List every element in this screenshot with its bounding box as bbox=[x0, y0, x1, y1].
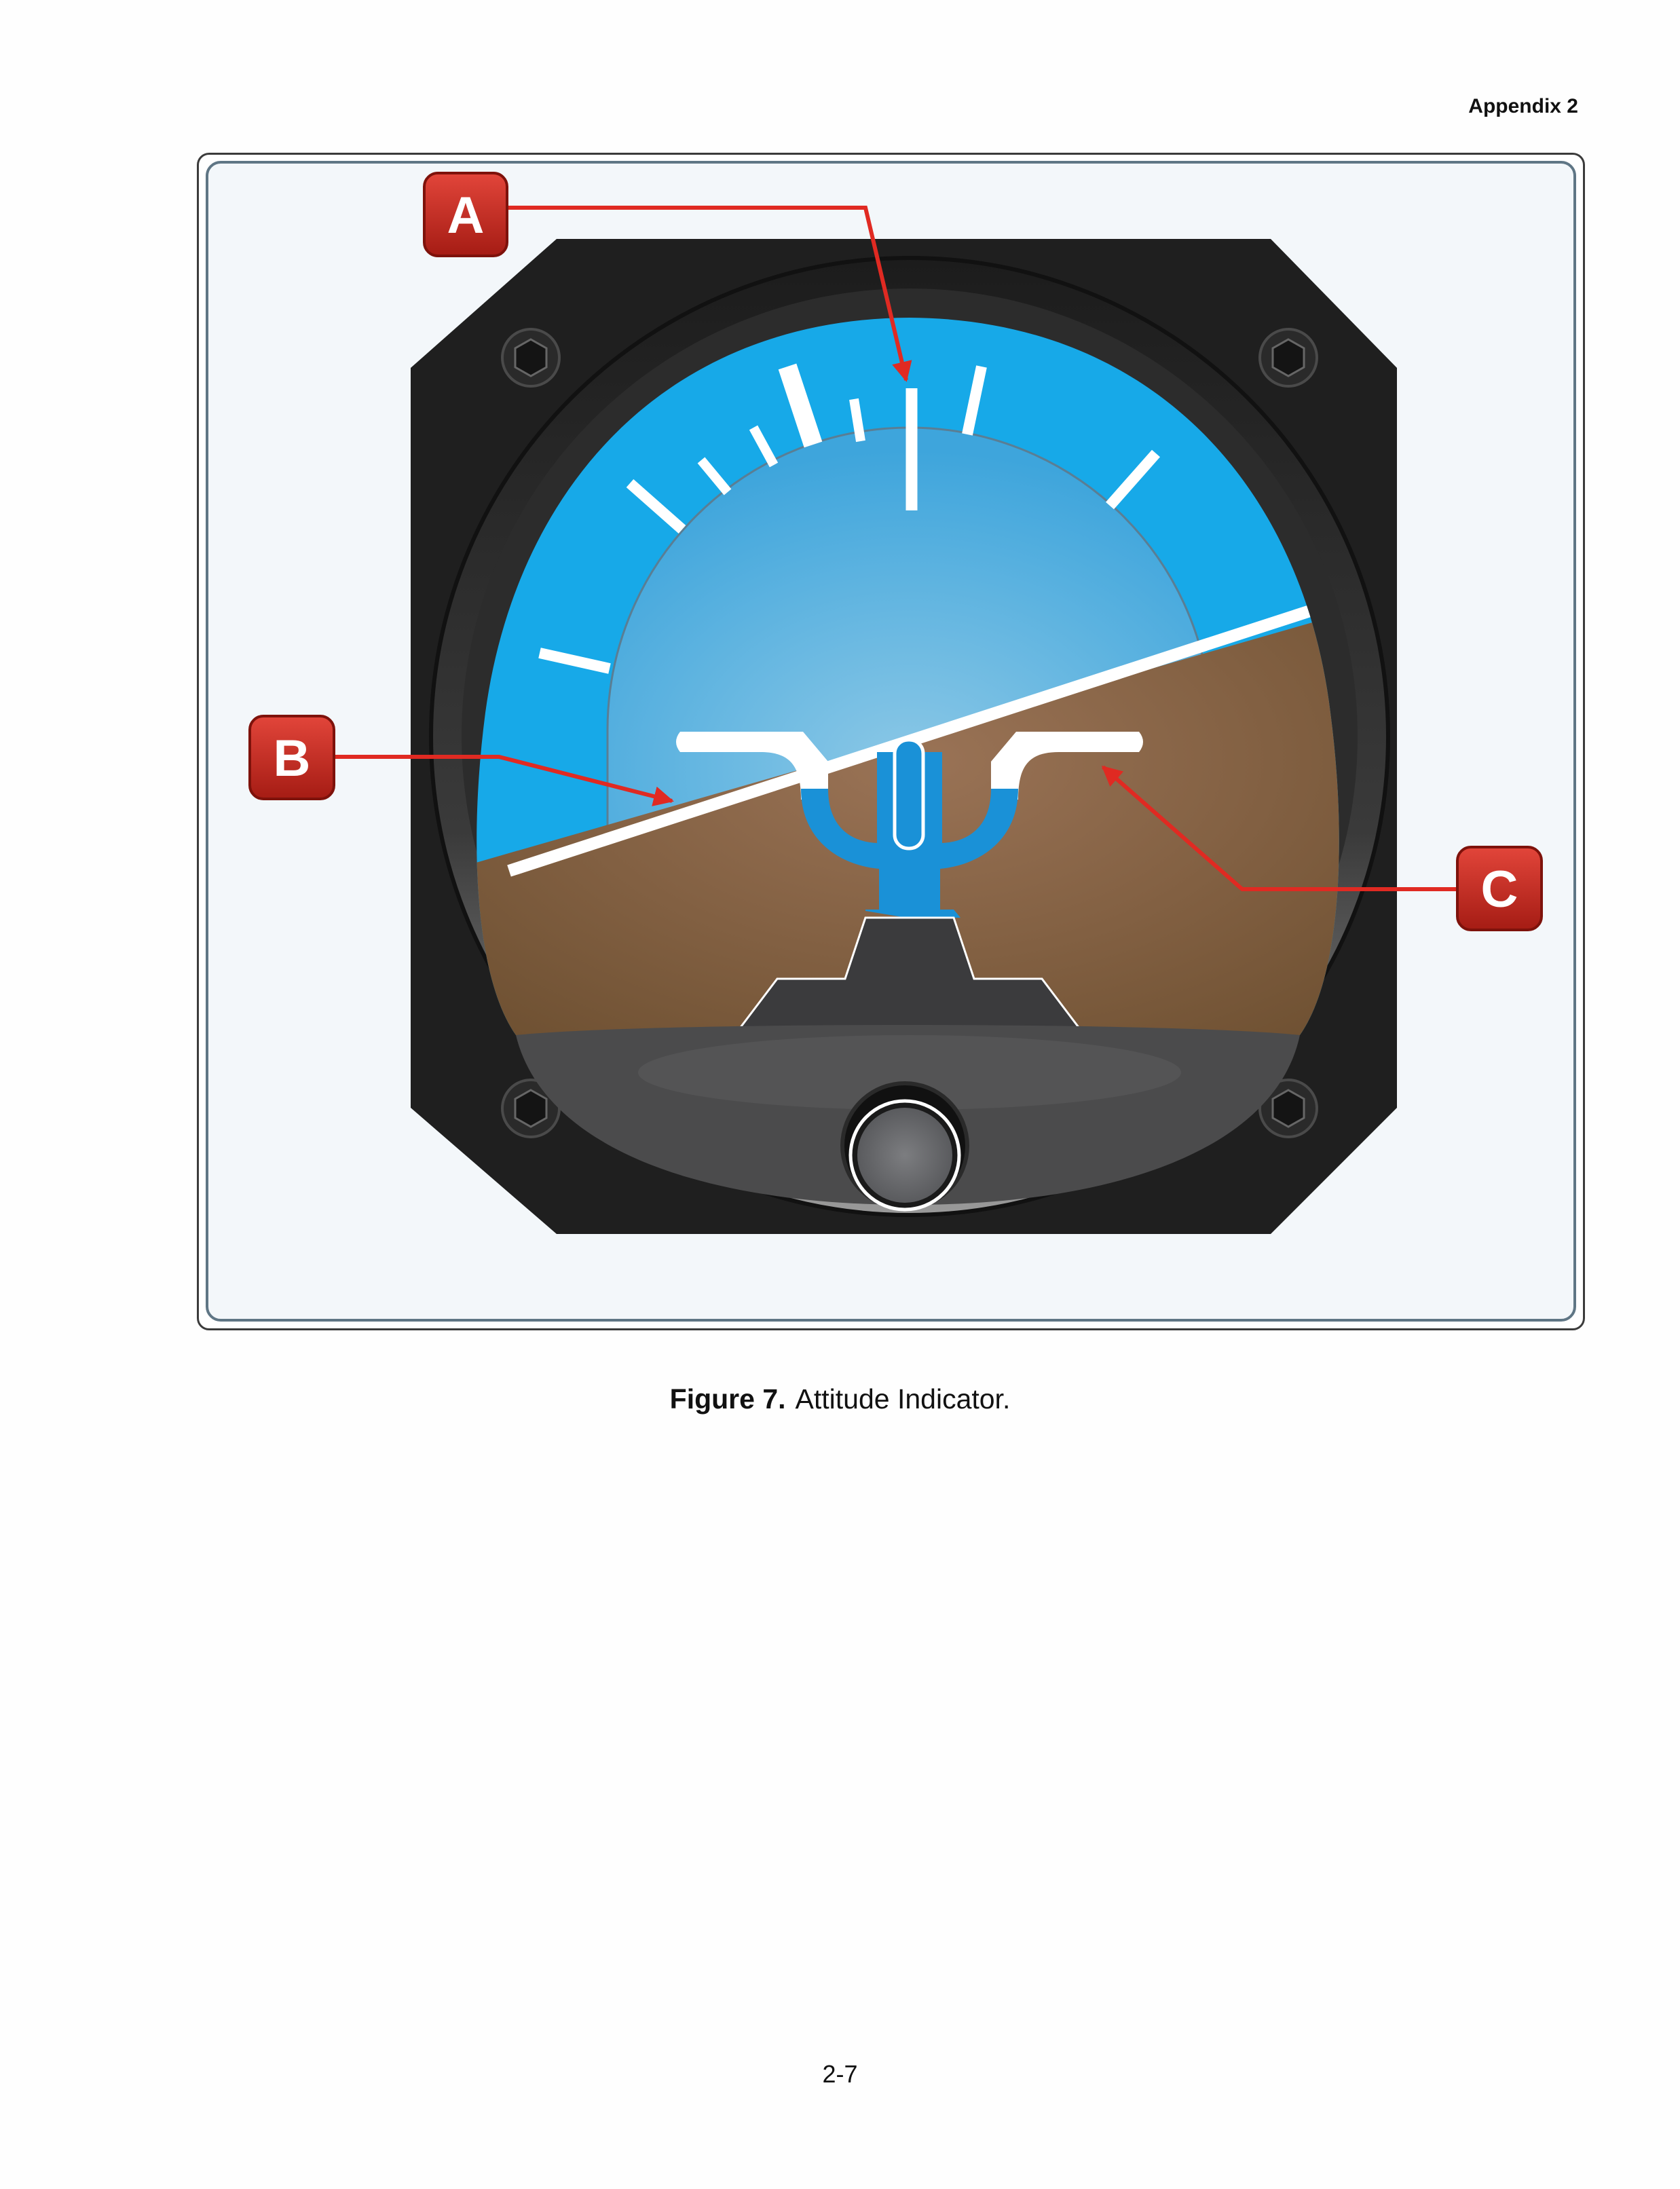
callout-a: A bbox=[423, 172, 912, 382]
callout-c-label: C bbox=[1481, 861, 1518, 918]
bank-scale bbox=[538, 363, 1160, 674]
figure-caption-text: Attitude Indicator. bbox=[795, 1383, 1011, 1415]
figure-caption-label: Figure 7. bbox=[669, 1383, 786, 1415]
mounting-screw-icon bbox=[501, 328, 561, 388]
figure-caption: Figure 7. Attitude Indicator. bbox=[0, 1383, 1680, 1415]
page-number: 2-7 bbox=[822, 2060, 858, 2088]
attitude-indicator-figure: A B C bbox=[248, 172, 1543, 1234]
callout-c: C bbox=[1101, 765, 1543, 931]
callout-b-label: B bbox=[274, 730, 311, 787]
mounting-screw-icon bbox=[1258, 328, 1318, 388]
miniature-aircraft bbox=[676, 732, 1143, 1039]
mounting-screw-icon bbox=[1258, 1079, 1318, 1138]
callout-a-label: A bbox=[447, 187, 485, 244]
adjustment-knob-icon[interactable] bbox=[840, 1081, 969, 1212]
page-header: Appendix 2 bbox=[1468, 95, 1578, 117]
callout-b: B bbox=[248, 715, 674, 806]
